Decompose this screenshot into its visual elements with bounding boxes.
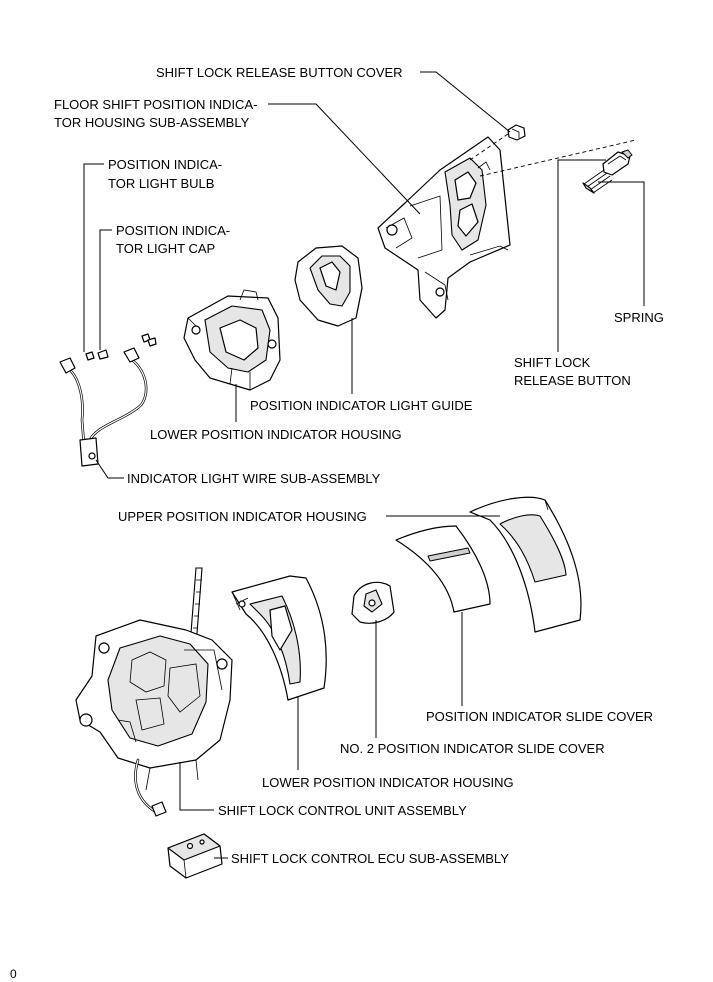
label-no2-slide-cover: NO. 2 POSITION INDICATOR SLIDE COVER: [340, 741, 605, 756]
label-light-cap-line2: TOR LIGHT CAP: [116, 241, 215, 256]
shift-lock-control-ecu-part: [167, 833, 223, 879]
alignment-line-button: [479, 139, 637, 177]
spring-part: [582, 169, 613, 194]
page-marker: 0: [10, 967, 17, 981]
indicator-light-wire-part: [59, 347, 148, 467]
leader-light-cap: [99, 229, 112, 350]
leader-light-wire: [95, 459, 124, 479]
label-light-cap-line1: POSITION INDICA-: [116, 223, 230, 238]
label-light-wire: INDICATOR LIGHT WIRE SUB-ASSEMBLY: [127, 471, 381, 486]
label-upper-housing: UPPER POSITION INDICATOR HOUSING: [118, 509, 367, 524]
label-lower-housing-top: LOWER POSITION INDICATOR HOUSING: [150, 427, 402, 442]
label-light-bulb-line1: POSITION INDICA-: [108, 157, 222, 172]
shift-lock-release-button-part: [602, 149, 633, 176]
lower-position-indicator-housing-top-part: [183, 289, 281, 391]
shift-lock-release-button-cover-part: [507, 124, 526, 141]
lower-position-indicator-housing-bottom-part: [231, 575, 327, 701]
label-release-button-line2: RELEASE BUTTON: [514, 373, 631, 388]
label-light-guide: POSITION INDICATOR LIGHT GUIDE: [250, 398, 473, 413]
position-indicator-slide-cover-part: [395, 525, 491, 613]
leader-control-unit: [179, 762, 214, 811]
label-floor-shift-housing-line2: TOR HOUSING SUB-ASSEMBLY: [54, 115, 250, 130]
shift-lock-control-unit-part: [75, 567, 233, 817]
label-release-button-line1: SHIFT LOCK: [514, 355, 591, 370]
leader-button-cover: [420, 71, 511, 133]
leader-light-bulb: [83, 163, 104, 352]
leader-floor-shift-housing: [268, 103, 421, 215]
leader-release-button: [557, 159, 606, 352]
floor-shift-housing-part: [377, 136, 511, 319]
alignment-line-cover: [469, 133, 509, 161]
leader-spring: [598, 181, 645, 306]
label-light-bulb-line2: TOR LIGHT BULB: [108, 176, 214, 191]
label-control-unit: SHIFT LOCK CONTROL UNIT ASSEMBLY: [218, 803, 467, 818]
position-indicator-light-cap-part: [97, 337, 157, 360]
label-shift-lock-release-button-cover: SHIFT LOCK RELEASE BUTTON COVER: [156, 65, 403, 80]
position-indicator-light-bulb-part: [85, 333, 151, 361]
label-floor-shift-housing-line1: FLOOR SHIFT POSITION INDICA-: [54, 97, 257, 112]
no2-position-indicator-slide-cover-part: [351, 581, 395, 624]
upper-position-indicator-housing-part: [469, 496, 582, 633]
label-lower-housing-bottom: LOWER POSITION INDICATOR HOUSING: [262, 775, 514, 790]
position-indicator-light-guide-part: [294, 245, 363, 327]
label-slide-cover: POSITION INDICATOR SLIDE COVER: [426, 709, 653, 724]
label-spring: SPRING: [614, 310, 664, 325]
label-ecu: SHIFT LOCK CONTROL ECU SUB-ASSEMBLY: [231, 851, 509, 866]
